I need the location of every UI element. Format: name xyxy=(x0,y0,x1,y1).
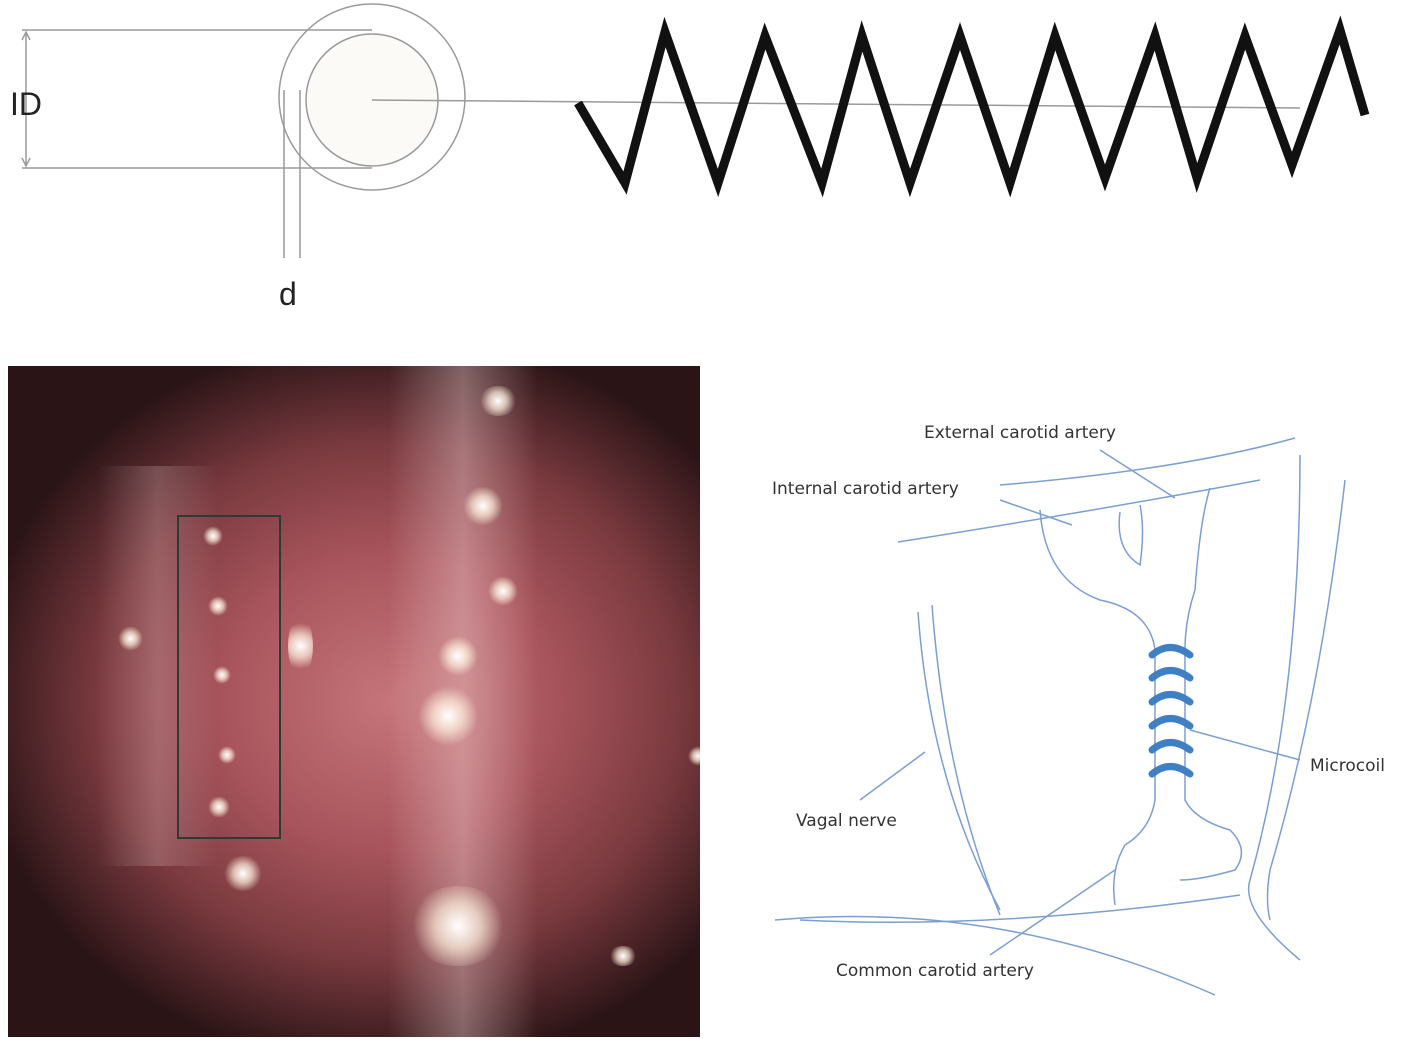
neck-outline-2 xyxy=(1266,479,1346,921)
label-internal-carotid: Internal carotid artery xyxy=(772,479,959,499)
common-carotid-pointer xyxy=(989,869,1116,956)
vagal-nerve-left xyxy=(917,611,1001,911)
axis-line xyxy=(371,99,1301,109)
microcoil-highlight-box xyxy=(177,515,281,839)
carotid-left-wall xyxy=(1039,509,1156,906)
id-label: ID xyxy=(10,86,42,122)
carotid-right-wall xyxy=(1179,487,1243,881)
lower-line xyxy=(799,894,1241,923)
label-external-carotid: External carotid artery xyxy=(924,423,1116,443)
bifurcation xyxy=(1118,504,1144,567)
outer-circle xyxy=(278,3,466,191)
upper-line xyxy=(999,437,1296,486)
vagal-pointer xyxy=(859,751,926,801)
int-carotid-pointer xyxy=(999,499,1073,526)
coil-schematic: ID d xyxy=(10,3,1370,312)
ext-carotid-pointer xyxy=(1099,449,1176,499)
intraoperative-photo xyxy=(8,366,700,1037)
id-arrowheads xyxy=(21,30,31,168)
jaw-line xyxy=(897,479,1261,543)
label-common-carotid: Common carotid artery xyxy=(836,961,1034,981)
label-vagal-nerve: Vagal nerve xyxy=(796,811,897,831)
clavicle-line xyxy=(774,915,1216,996)
d-label: d xyxy=(279,276,297,312)
label-microcoil: Microcoil xyxy=(1310,756,1385,776)
neck-outline xyxy=(1247,454,1301,961)
coil-zigzag xyxy=(574,15,1370,198)
vagal-nerve-right xyxy=(931,604,1001,916)
microcoil-drawing xyxy=(1148,644,1194,778)
microcoil-pointer xyxy=(1189,729,1301,761)
